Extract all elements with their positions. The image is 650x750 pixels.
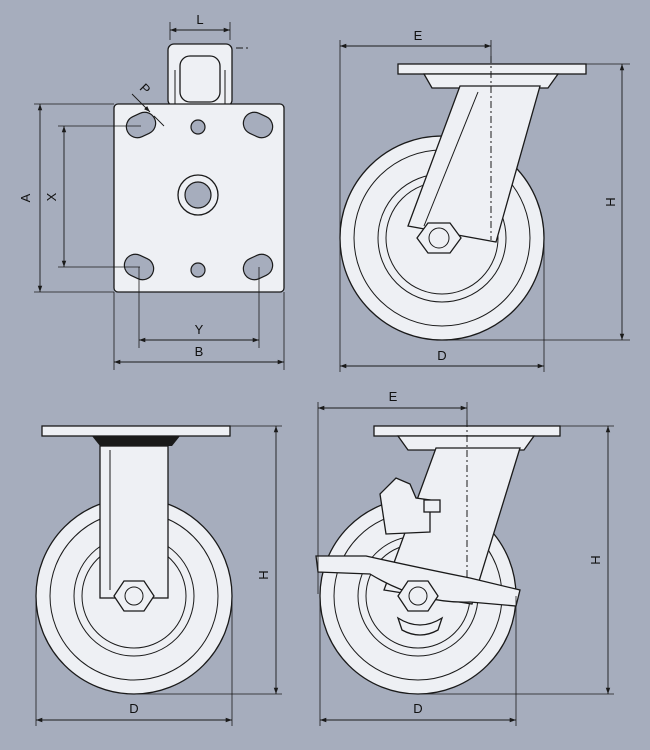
axle-nut	[113, 580, 155, 612]
plate-base	[92, 436, 180, 446]
swivel-side-view: E H D	[339, 28, 630, 372]
label-b: B	[195, 344, 204, 359]
swivel-brake-view: E H D	[315, 389, 614, 726]
label-p: P	[137, 80, 154, 97]
axle-nut	[397, 580, 439, 612]
rigid-front-view: H D	[35, 425, 282, 726]
swivel-fork	[407, 85, 541, 243]
label-e: E	[414, 28, 423, 43]
rigid-fork	[99, 445, 169, 599]
small-hole	[190, 262, 206, 278]
swivel-bearing	[396, 435, 536, 451]
top-plate-edge	[397, 63, 587, 75]
slotted-bolt-holes	[123, 111, 274, 281]
label-h: H	[256, 570, 271, 579]
axle-nut	[416, 222, 462, 254]
label-a: A	[18, 193, 33, 202]
label-d: D	[129, 701, 138, 716]
label-x: X	[44, 192, 59, 201]
brake-housing	[379, 477, 431, 535]
small-hole	[190, 119, 206, 135]
label-h: H	[588, 555, 603, 564]
label-e: E	[389, 389, 398, 404]
label-l: L	[196, 12, 203, 27]
center-kingpin-hole	[184, 181, 212, 209]
label-h: H	[603, 197, 618, 206]
top-plate-edge	[41, 425, 231, 437]
label-d: D	[413, 701, 422, 716]
swivel-fork	[383, 447, 521, 605]
dimension-p-line	[131, 93, 151, 113]
top-view-wheel-hub	[179, 55, 221, 103]
top-plate-view: L P A X Y B	[18, 12, 285, 370]
brake-clip	[423, 499, 441, 513]
brake-pad	[396, 616, 444, 636]
label-y: Y	[195, 322, 204, 337]
label-d: D	[437, 348, 446, 363]
